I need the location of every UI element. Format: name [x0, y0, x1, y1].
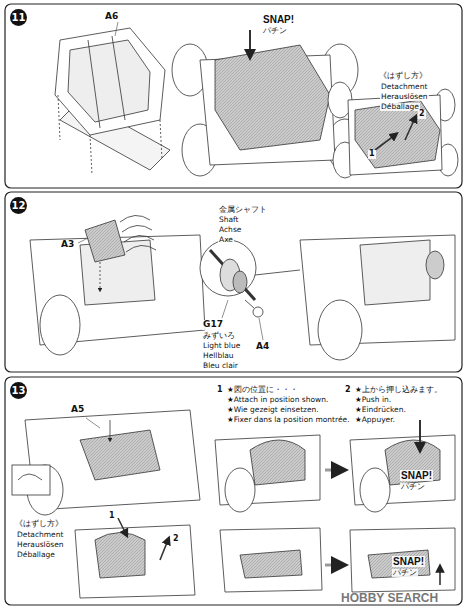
detach-text: Déballage: [380, 103, 420, 111]
callout-number: 2: [418, 110, 426, 119]
snap-text: SNAP!: [392, 556, 425, 567]
snap-text: パチン: [262, 27, 288, 35]
part-name: A5: [70, 405, 85, 415]
color-note: Bleu clair: [202, 362, 239, 370]
instruction: ★上から押し込みます。: [354, 386, 443, 394]
instruction: ★Attach in position shown.: [226, 396, 329, 404]
instruction: ★図の位置に・・・: [226, 386, 299, 394]
instruction: ★Wie gezeigt einsetzen.: [226, 406, 320, 414]
part-name: A3: [60, 240, 75, 250]
part-name: G17: [202, 320, 224, 330]
instruction: ★Appuyer.: [354, 416, 396, 424]
callout-number: 1: [368, 150, 376, 159]
step-number: 12: [10, 197, 27, 214]
detach-text: Detachment: [380, 83, 428, 91]
snap-text: SNAP!: [400, 470, 433, 481]
part-note: Shaft: [218, 216, 240, 224]
step-number: 11: [10, 9, 27, 26]
detach-text: Herauslösen: [380, 93, 429, 101]
detach-text: Herauslösen: [16, 541, 65, 549]
part-name: A6: [104, 12, 119, 22]
callout-number: 1: [108, 512, 116, 521]
detach-text: Detachment: [16, 531, 64, 539]
part-name: A4: [255, 342, 270, 352]
color-note: Hellblau: [202, 352, 235, 360]
detach-heading: 《はずし方》: [14, 520, 64, 528]
watermark: HOBBY SEARCH: [340, 592, 439, 605]
instruction: ★Push in.: [354, 396, 392, 404]
callout-number: 2: [344, 386, 352, 395]
part-note: Achse: [218, 226, 242, 234]
snap-text: パチン: [392, 569, 418, 577]
detach-heading: 《はずし方》: [378, 72, 428, 80]
instruction: ★Eindrücken.: [354, 406, 407, 414]
part-note: Axe: [218, 236, 234, 244]
color-note: みずいろ: [202, 332, 236, 340]
snap-text: パチン: [400, 483, 426, 491]
color-note: Light blue: [202, 342, 241, 350]
callout-number: 1: [216, 386, 224, 395]
step-number: 13: [10, 382, 27, 399]
part-note: 金属シャフト: [218, 206, 268, 214]
snap-text: SNAP!: [262, 14, 295, 25]
callout-number: 2: [172, 535, 180, 544]
detach-text: Déballage: [16, 551, 56, 559]
instruction: ★Fixer dans la position montrée.: [226, 416, 351, 424]
